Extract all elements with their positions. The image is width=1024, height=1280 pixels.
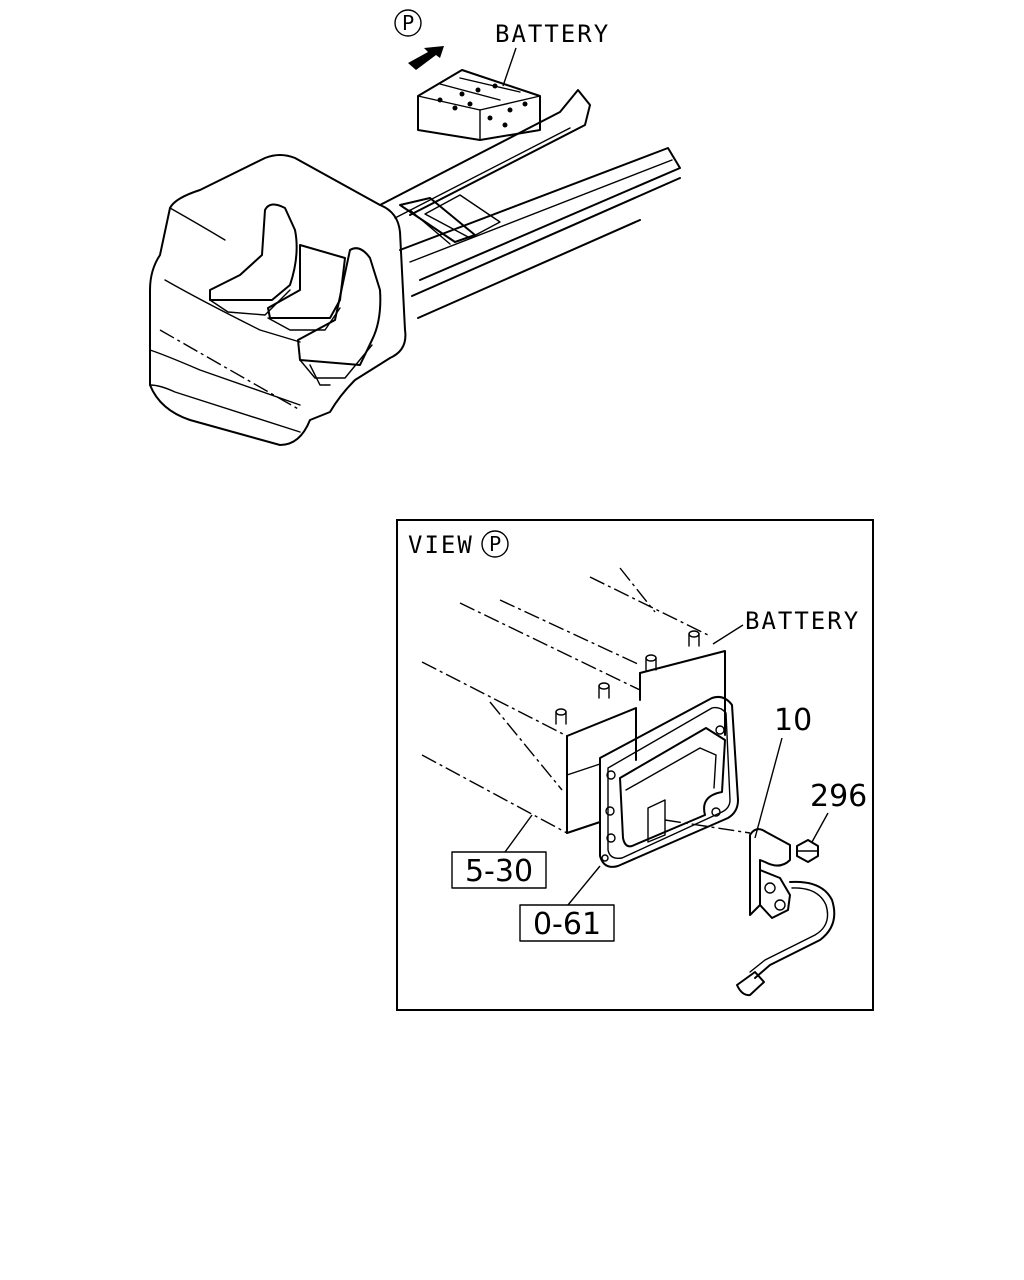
view-direction-arrow	[408, 46, 444, 70]
view-title-text: VIEW	[408, 531, 474, 559]
view-p-marker-detail-text: P	[489, 532, 501, 556]
detail-battery-label: BATTERY	[745, 607, 860, 635]
ref-box-5-30: 5-30	[451, 814, 547, 889]
flange-nut	[796, 839, 819, 863]
ref-box-5-30-text: 5-30	[465, 854, 533, 889]
battery-terminals	[555, 630, 700, 725]
detail-battery-leader	[712, 624, 744, 645]
view-p-marker-top: P	[394, 9, 422, 37]
callout-10-leader	[754, 737, 783, 839]
detail-frame	[396, 519, 874, 1011]
truck-overview: P BATTERY	[149, 9, 681, 446]
callout-296-label: 296	[810, 779, 867, 814]
chassis-frame	[379, 89, 681, 319]
switch-bracket	[736, 828, 836, 997]
ref-box-0-61-text: 0-61	[533, 907, 601, 942]
top-battery-leader	[502, 47, 517, 87]
callout-10-label: 10	[774, 703, 812, 738]
view-p-marker-top-text: P	[402, 11, 414, 35]
ref-box-0-61: 0-61	[519, 865, 615, 942]
cab-seats	[209, 203, 382, 386]
callout-296-leader	[811, 812, 829, 843]
battery-pack	[421, 567, 726, 834]
truck-cab	[149, 154, 407, 446]
battery-cover	[599, 695, 751, 868]
battery-box-top	[417, 69, 541, 141]
view-p-marker-detail: P	[481, 530, 509, 558]
top-battery-label: BATTERY	[495, 20, 610, 48]
detail-view-p: VIEW P BATTERY	[396, 519, 874, 1011]
